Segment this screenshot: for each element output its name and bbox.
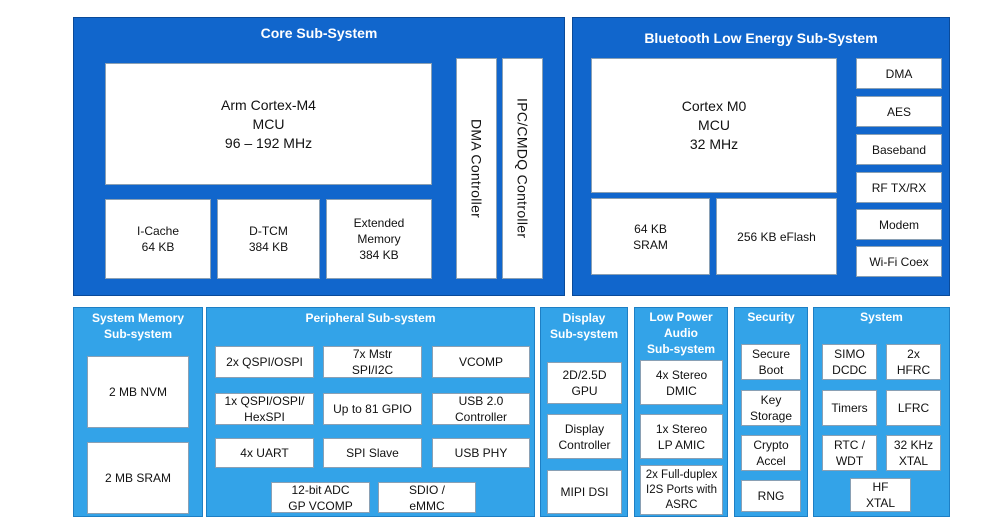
peripheral-title: Peripheral Sub-system [305,311,436,325]
dma-controller: DMA Controller [456,58,497,279]
periph-qspi-ospi: 2x QSPI/OSPI [215,346,314,378]
peripheral-subsystem: Peripheral Sub-system 2x QSPI/OSPI 7x Ms… [206,307,535,517]
ipc-cmdq-controller: IPC/CMDQ Controller [502,58,543,279]
security-title: Security [747,310,795,324]
periph-mstr-spi-i2c: 7x Mstr SPI/I2C [323,346,422,378]
ble-subsystem-title: Bluetooth Low Energy Sub-System [644,30,878,46]
system-rtc-wdt: RTC / WDT [822,435,877,471]
ble-subsystem: Bluetooth Low Energy Sub-System Cortex M… [572,17,950,296]
system-hfrc: 2x HFRC [886,344,941,380]
ipc-cmdq-controller-label: IPC/CMDQ Controller [514,98,531,239]
dma-controller-label: DMA Controller [468,118,485,219]
ble-sram: 64 KB SRAM [591,198,710,275]
periph-usb-controller: USB 2.0 Controller [432,393,530,425]
icache: I-Cache 64 KB [105,199,211,279]
periph-spi-slave: SPI Slave [323,438,422,468]
security-crypto-accel: Crypto Accel [741,435,801,471]
audio-title: Low Power Audio Sub-system [646,310,716,356]
ble-rf-txrx: RF TX/RX [856,172,942,203]
display-mipi-dsi: MIPI DSI [547,470,622,514]
system-subsystem: System SIMO DCDC 2x HFRC Timers LFRC RTC… [813,307,950,517]
audio-i2s-asrc: 2x Full-duplex I2S Ports with ASRC [640,465,723,515]
system-hf-xtal: HF XTAL [850,478,911,512]
audio-subsystem: Low Power Audio Sub-system 4x Stereo DMI… [634,307,728,517]
nvm: 2 MB NVM [87,356,189,428]
ble-baseband: Baseband [856,134,942,165]
cortex-m4-mcu: Arm Cortex-M4 MCU 96 – 192 MHz [105,63,432,185]
system-memory-subsystem: System Memory Sub-system 2 MB NVM 2 MB S… [73,307,203,517]
security-subsystem: Security Secure Boot Key Storage Crypto … [734,307,808,517]
sram: 2 MB SRAM [87,442,189,514]
ble-eflash: 256 KB eFlash [716,198,837,275]
system-lfrc: LFRC [886,390,941,426]
audio-lp-amic: 1x Stereo LP AMIC [640,414,723,459]
system-simo-dcdc: SIMO DCDC [822,344,877,380]
core-subsystem: Core Sub-System Arm Cortex-M4 MCU 96 – 1… [73,17,565,296]
periph-vcomp: VCOMP [432,346,530,378]
system-timers: Timers [822,390,877,426]
security-rng: RNG [741,480,801,512]
periph-adc-vcomp: 12-bit ADC GP VCOMP [271,482,370,513]
dtcm: D-TCM 384 KB [217,199,320,279]
periph-sdio-emmc: SDIO / eMMC [378,482,476,513]
security-secure-boot: Secure Boot [741,344,801,380]
periph-hexspi: 1x QSPI/OSPI/ HexSPI [215,393,314,425]
display-subsystem: Display Sub-system 2D/2.5D GPU Display C… [540,307,628,517]
system-title: System [860,310,903,324]
cortex-m0-mcu: Cortex M0 MCU 32 MHz [591,58,837,193]
display-title: Display Sub-system [549,311,619,341]
extended-memory: Extended Memory 384 KB [326,199,432,279]
display-controller: Display Controller [547,414,622,459]
ble-modem: Modem [856,209,942,240]
audio-dmic: 4x Stereo DMIC [640,360,723,405]
core-subsystem-title: Core Sub-System [260,25,378,41]
periph-gpio: Up to 81 GPIO [323,393,422,425]
display-gpu: 2D/2.5D GPU [547,362,622,404]
periph-uart: 4x UART [215,438,314,468]
system-memory-title: System Memory Sub-system [91,311,185,341]
ble-aes: AES [856,96,942,127]
ble-dma: DMA [856,58,942,89]
ble-wifi-coex: Wi-Fi Coex [856,246,942,277]
periph-usb-phy: USB PHY [432,438,530,468]
security-key-storage: Key Storage [741,390,801,426]
system-32khz-xtal: 32 KHz XTAL [886,435,941,471]
